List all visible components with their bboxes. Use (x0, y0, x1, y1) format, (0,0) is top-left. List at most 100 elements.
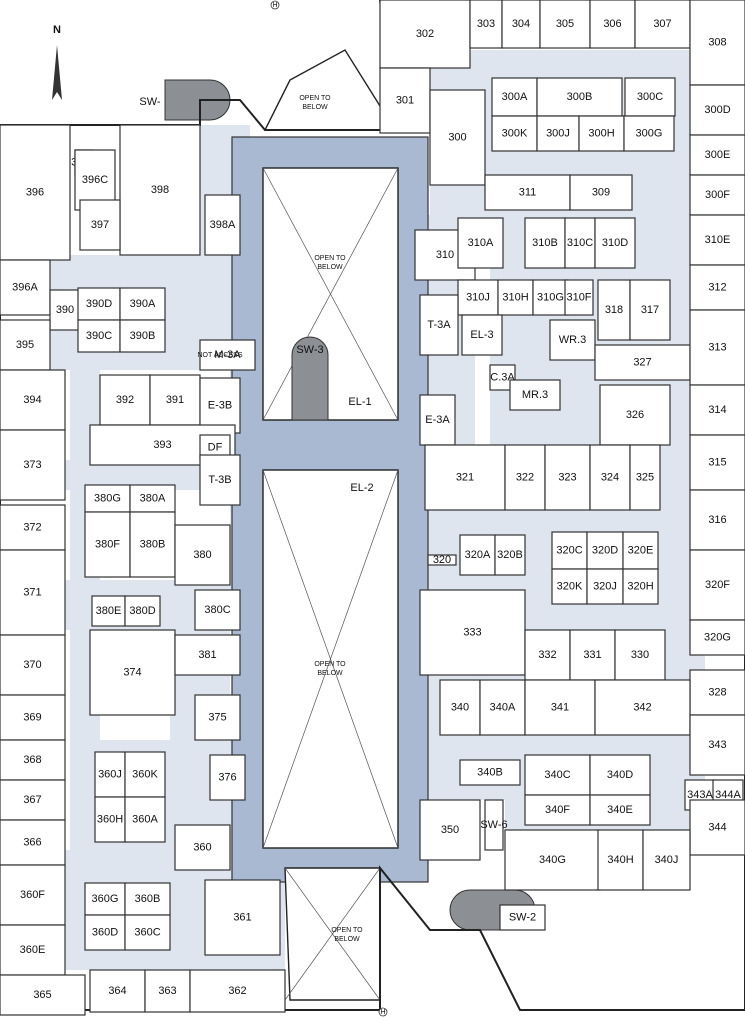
room-300k-label: 300K (502, 127, 528, 139)
room-360a (124, 796, 166, 843)
room-301-label: 301 (396, 94, 414, 106)
room-310e (689, 214, 745, 266)
room-392 (99, 374, 151, 426)
room-342-label: 342 (633, 701, 651, 713)
room-312-label: 312 (708, 281, 726, 293)
room-310h-label: 310H (502, 291, 528, 303)
room-310d (594, 217, 636, 269)
room-344-label: 344 (708, 821, 726, 833)
room-300f-label: 300F (705, 189, 730, 201)
room-320b (494, 534, 526, 576)
room-361-label: 361 (233, 911, 251, 923)
room-390 (49, 289, 81, 331)
room-302-label: 302 (416, 28, 434, 40)
room-366-label: 366 (23, 836, 41, 848)
room-300e-label: 300E (705, 149, 731, 161)
room-mr-3-label: MR.3 (522, 389, 548, 401)
room-397 (79, 199, 121, 251)
room-364 (89, 969, 146, 1013)
grid-marker-label: H (380, 1009, 385, 1016)
room-376-label: 376 (218, 771, 236, 783)
room-322-label: 322 (516, 471, 534, 483)
room-340a-label: 340A (490, 701, 516, 713)
open-to-below-label-lower: BELOW (317, 670, 343, 677)
room-360h (94, 796, 126, 843)
room-343a-label: 343A (687, 789, 713, 801)
room-326-label: 326 (626, 409, 644, 421)
room-304-label: 304 (512, 18, 530, 30)
room-312 (689, 264, 745, 311)
room-376 (209, 754, 246, 801)
room-375 (194, 694, 241, 741)
room-330-label: 330 (631, 649, 649, 661)
room-340c-label: 340C (544, 769, 570, 781)
room-380g (84, 484, 131, 513)
room-340f-label: 340F (545, 804, 570, 816)
room-395-label: 395 (16, 339, 34, 351)
north-arrow-icon (52, 45, 62, 100)
room-380d (124, 595, 161, 627)
stair-sw-3 (291, 336, 329, 421)
room-sw-6-label: SW-6 (480, 819, 507, 831)
room-313-label: 313 (708, 341, 726, 353)
room-380g-label: 380G (94, 492, 121, 504)
room-320e-label: 320E (628, 544, 654, 556)
room-310g (532, 279, 569, 316)
room-390a-label: 390A (130, 298, 156, 310)
room-300c (624, 77, 676, 117)
room-340h (597, 829, 644, 891)
void-cross-line (262, 167, 399, 421)
room-371 (0, 549, 66, 636)
room-310b-label: 310B (532, 237, 558, 249)
room-360e-label: 360E (20, 944, 46, 956)
room-360h-label: 360H (97, 813, 123, 825)
room-380-label: 380 (193, 549, 211, 561)
room-396c-label: 396C (82, 174, 108, 186)
room-314 (689, 384, 745, 436)
room-344a-label: 344A (715, 789, 741, 801)
label-el-1: EL-1 (348, 396, 371, 408)
room-375-label: 375 (208, 711, 226, 723)
room-365-label: 365 (33, 989, 51, 1001)
room-320j-label: 320J (593, 580, 617, 592)
room-310-label: 310 (436, 249, 454, 261)
room-300j-label: 300J (546, 127, 570, 139)
room-368-label: 368 (23, 754, 41, 766)
room-372 (0, 504, 66, 551)
room-361 (204, 879, 281, 956)
room-320c (551, 531, 588, 570)
label-sw-: SW- (139, 96, 161, 108)
room-t-3b (199, 454, 241, 506)
room-398a (204, 194, 241, 256)
room-360j-label: 360J (98, 768, 122, 780)
room-300-label: 300 (448, 131, 466, 143)
room-310f (564, 279, 594, 316)
void-cross-line (284, 867, 381, 1001)
room-310c-label: 310C (567, 237, 593, 249)
room-350 (419, 799, 481, 861)
room-360j (94, 751, 126, 798)
room-320b-label: 320B (497, 549, 523, 561)
room-321 (424, 444, 506, 511)
room-380d-label: 380D (129, 605, 155, 617)
room-398a-label: 398A (210, 219, 236, 231)
room-310f-label: 310F (566, 291, 591, 303)
room-310b (524, 217, 566, 269)
room-t-3b-label: T-3B (208, 474, 231, 486)
room-wr-3 (549, 319, 596, 361)
room-326 (599, 384, 671, 446)
room-305-label: 305 (556, 18, 574, 30)
room-340j-label: 340J (655, 854, 679, 866)
room-300j (536, 115, 580, 152)
room-380b-label: 380B (140, 538, 166, 550)
room-308 (689, 0, 745, 86)
room-380f-label: 380F (95, 538, 120, 550)
room-340d (589, 754, 651, 796)
room-364-label: 364 (108, 985, 126, 997)
room-362-label: 362 (228, 985, 246, 997)
room-340g-label: 340G (539, 854, 566, 866)
room-310c (564, 217, 596, 269)
room-369 (0, 694, 66, 741)
room-340j (642, 829, 691, 891)
